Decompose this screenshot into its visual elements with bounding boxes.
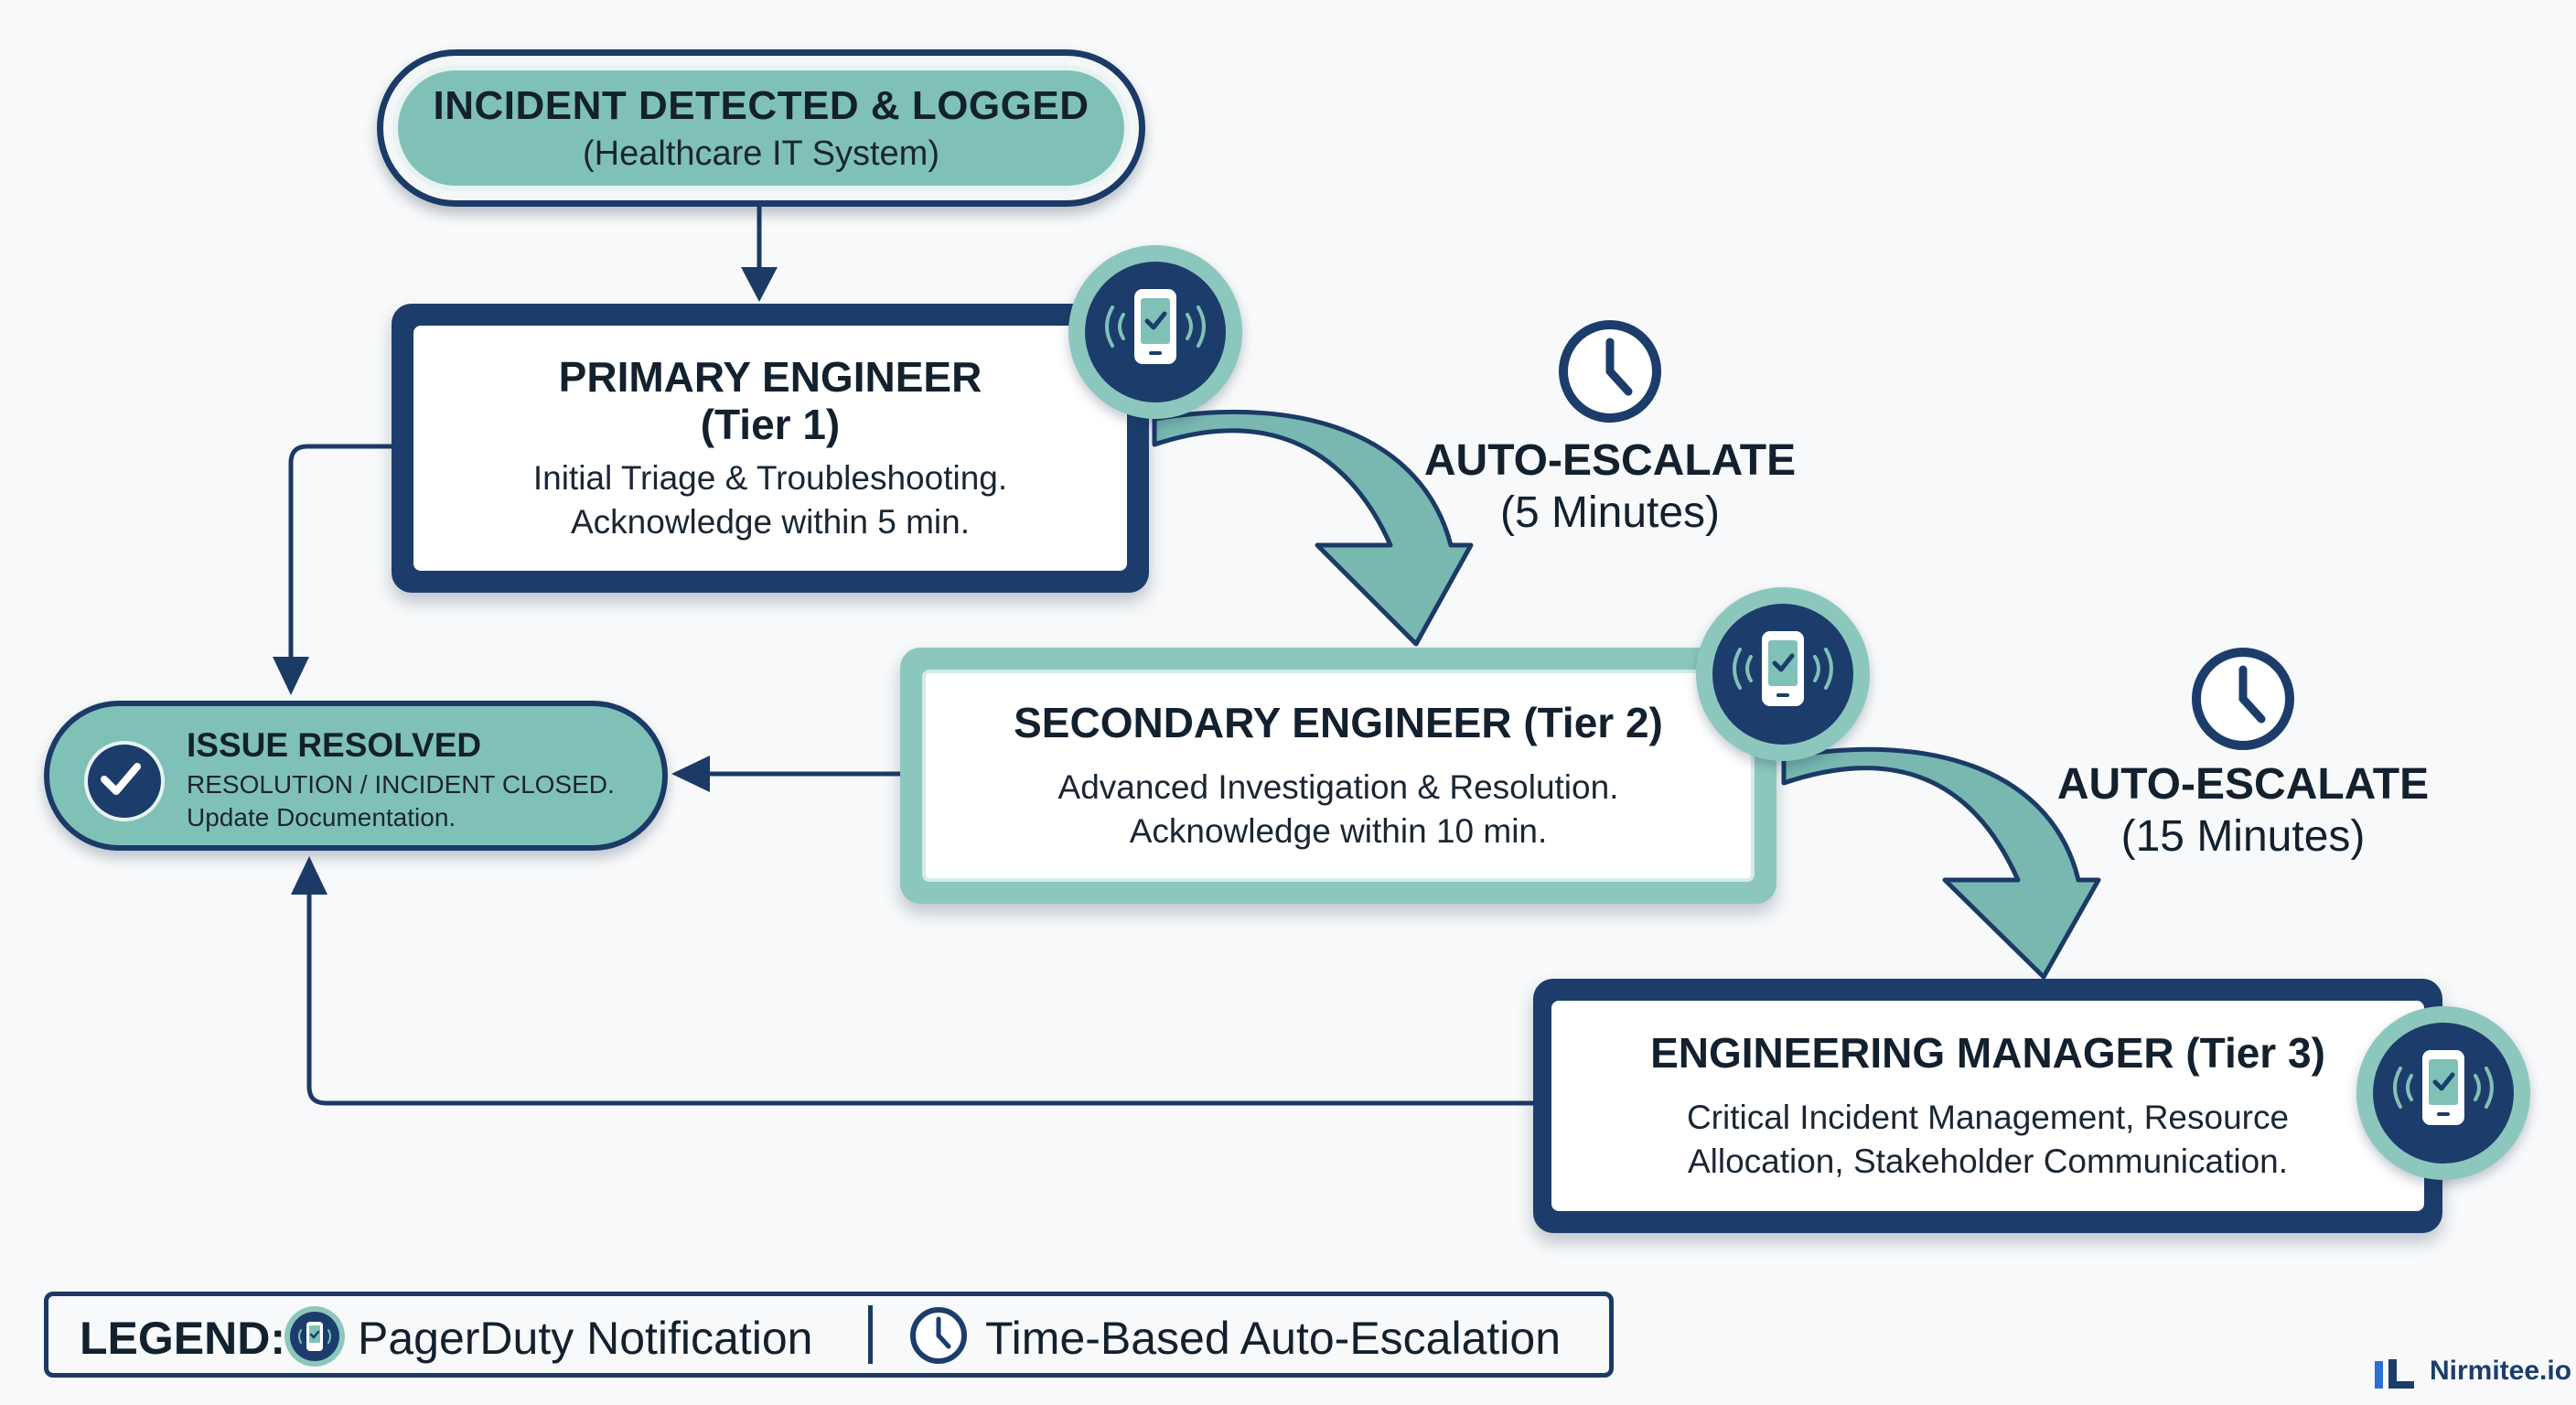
incident-detected-node: INCIDENT DETECTED & LOGGED (Healthcare I… [377,49,1145,207]
arrowhead-tier1-to-resolved [273,657,309,695]
arrow-tier3-to-resolved [306,893,1533,1106]
legend: LEGEND: PagerDuty Notification Time-Base… [44,1292,1614,1378]
pager-phone-icon [2356,1006,2530,1180]
arrowhead-tier2-to-resolved [671,756,710,792]
clock-icon [910,1307,967,1364]
arrowhead-start-to-tier1 [741,267,778,302]
auto-escalate-time-1: (5 Minutes) [1499,488,1721,537]
secondary-engineer-node: SECONDARY ENGINEER (Tier 2) Advanced Inv… [900,648,1776,904]
clock-icon [1559,320,1661,423]
auto-escalate-label-2: AUTO-ESCALATE (15 Minutes) [2042,759,2444,862]
arrow-tier1-to-resolved [288,444,392,662]
pager-phone-icon [1696,587,1870,761]
arrowhead-tier3-to-resolved [291,856,327,895]
pager-phone-icon [1068,245,1242,419]
incident-detected-subtitle: (Healthcare IT System) [583,134,939,173]
legend-label: LEGEND: [80,1313,285,1364]
clock-icon [2192,648,2294,750]
auto-escalate-title-2: AUTO-ESCALATE [2056,760,2430,809]
primary-engineer-title: PRIMARY ENGINEER [558,352,982,401]
incident-detected-title: INCIDENT DETECTED & LOGGED [433,82,1089,128]
primary-engineer-tier: (Tier 1) [700,400,841,448]
engineering-manager-desc-1: Critical Incident Management, Resource [1686,1099,2290,1137]
secondary-engineer-title: SECONDARY ENGINEER (Tier 2) [1014,699,1663,747]
legend-separator [868,1305,873,1364]
secondary-engineer-desc-1: Advanced Investigation & Resolution. [1057,768,1619,807]
pager-phone-icon [284,1306,345,1367]
issue-resolved-line-1: RESOLUTION / INCIDENT CLOSED. [187,770,615,799]
auto-escalate-title-1: AUTO-ESCALATE [1423,436,1797,485]
primary-engineer-desc-1: Initial Triage & Troubleshooting. [532,458,1008,497]
legend-item-pagerduty: PagerDuty Notification [358,1313,813,1364]
escalation-arrow-1 [1152,409,1474,647]
auto-escalate-label-1: AUTO-ESCALATE (5 Minutes) [1409,435,1811,538]
checkmark-icon [84,741,165,821]
issue-resolved-line-2: Update Documentation. [187,803,456,831]
escalation-arrow-2 [1781,746,2101,980]
engineering-manager-title: ENGINEERING MANAGER (Tier 3) [1650,1029,2325,1078]
engineering-manager-node: ENGINEERING MANAGER (Tier 3) Critical In… [1533,979,2442,1233]
brand-name: Nirmitee.io [2430,1356,2572,1386]
issue-resolved-node: ISSUE RESOLVED RESOLUTION / INCIDENT CLO… [44,701,668,851]
legend-item-auto-escalation: Time-Based Auto-Escalation [985,1313,1562,1364]
primary-engineer-node: PRIMARY ENGINEER (Tier 1) Initial Triage… [392,304,1149,593]
nirmitee-logo-icon [2375,1359,2414,1389]
primary-engineer-desc-2: Acknowledge within 5 min. [571,502,970,541]
brand-logo: Nirmitee.io [2373,1348,2571,1394]
issue-resolved-title: ISSUE RESOLVED [187,726,482,764]
auto-escalate-time-2: (15 Minutes) [2120,812,2366,861]
secondary-engineer-desc-2: Acknowledge within 10 min. [1129,812,1548,851]
engineering-manager-desc-2: Allocation, Stakeholder Communication. [1687,1142,2289,1181]
